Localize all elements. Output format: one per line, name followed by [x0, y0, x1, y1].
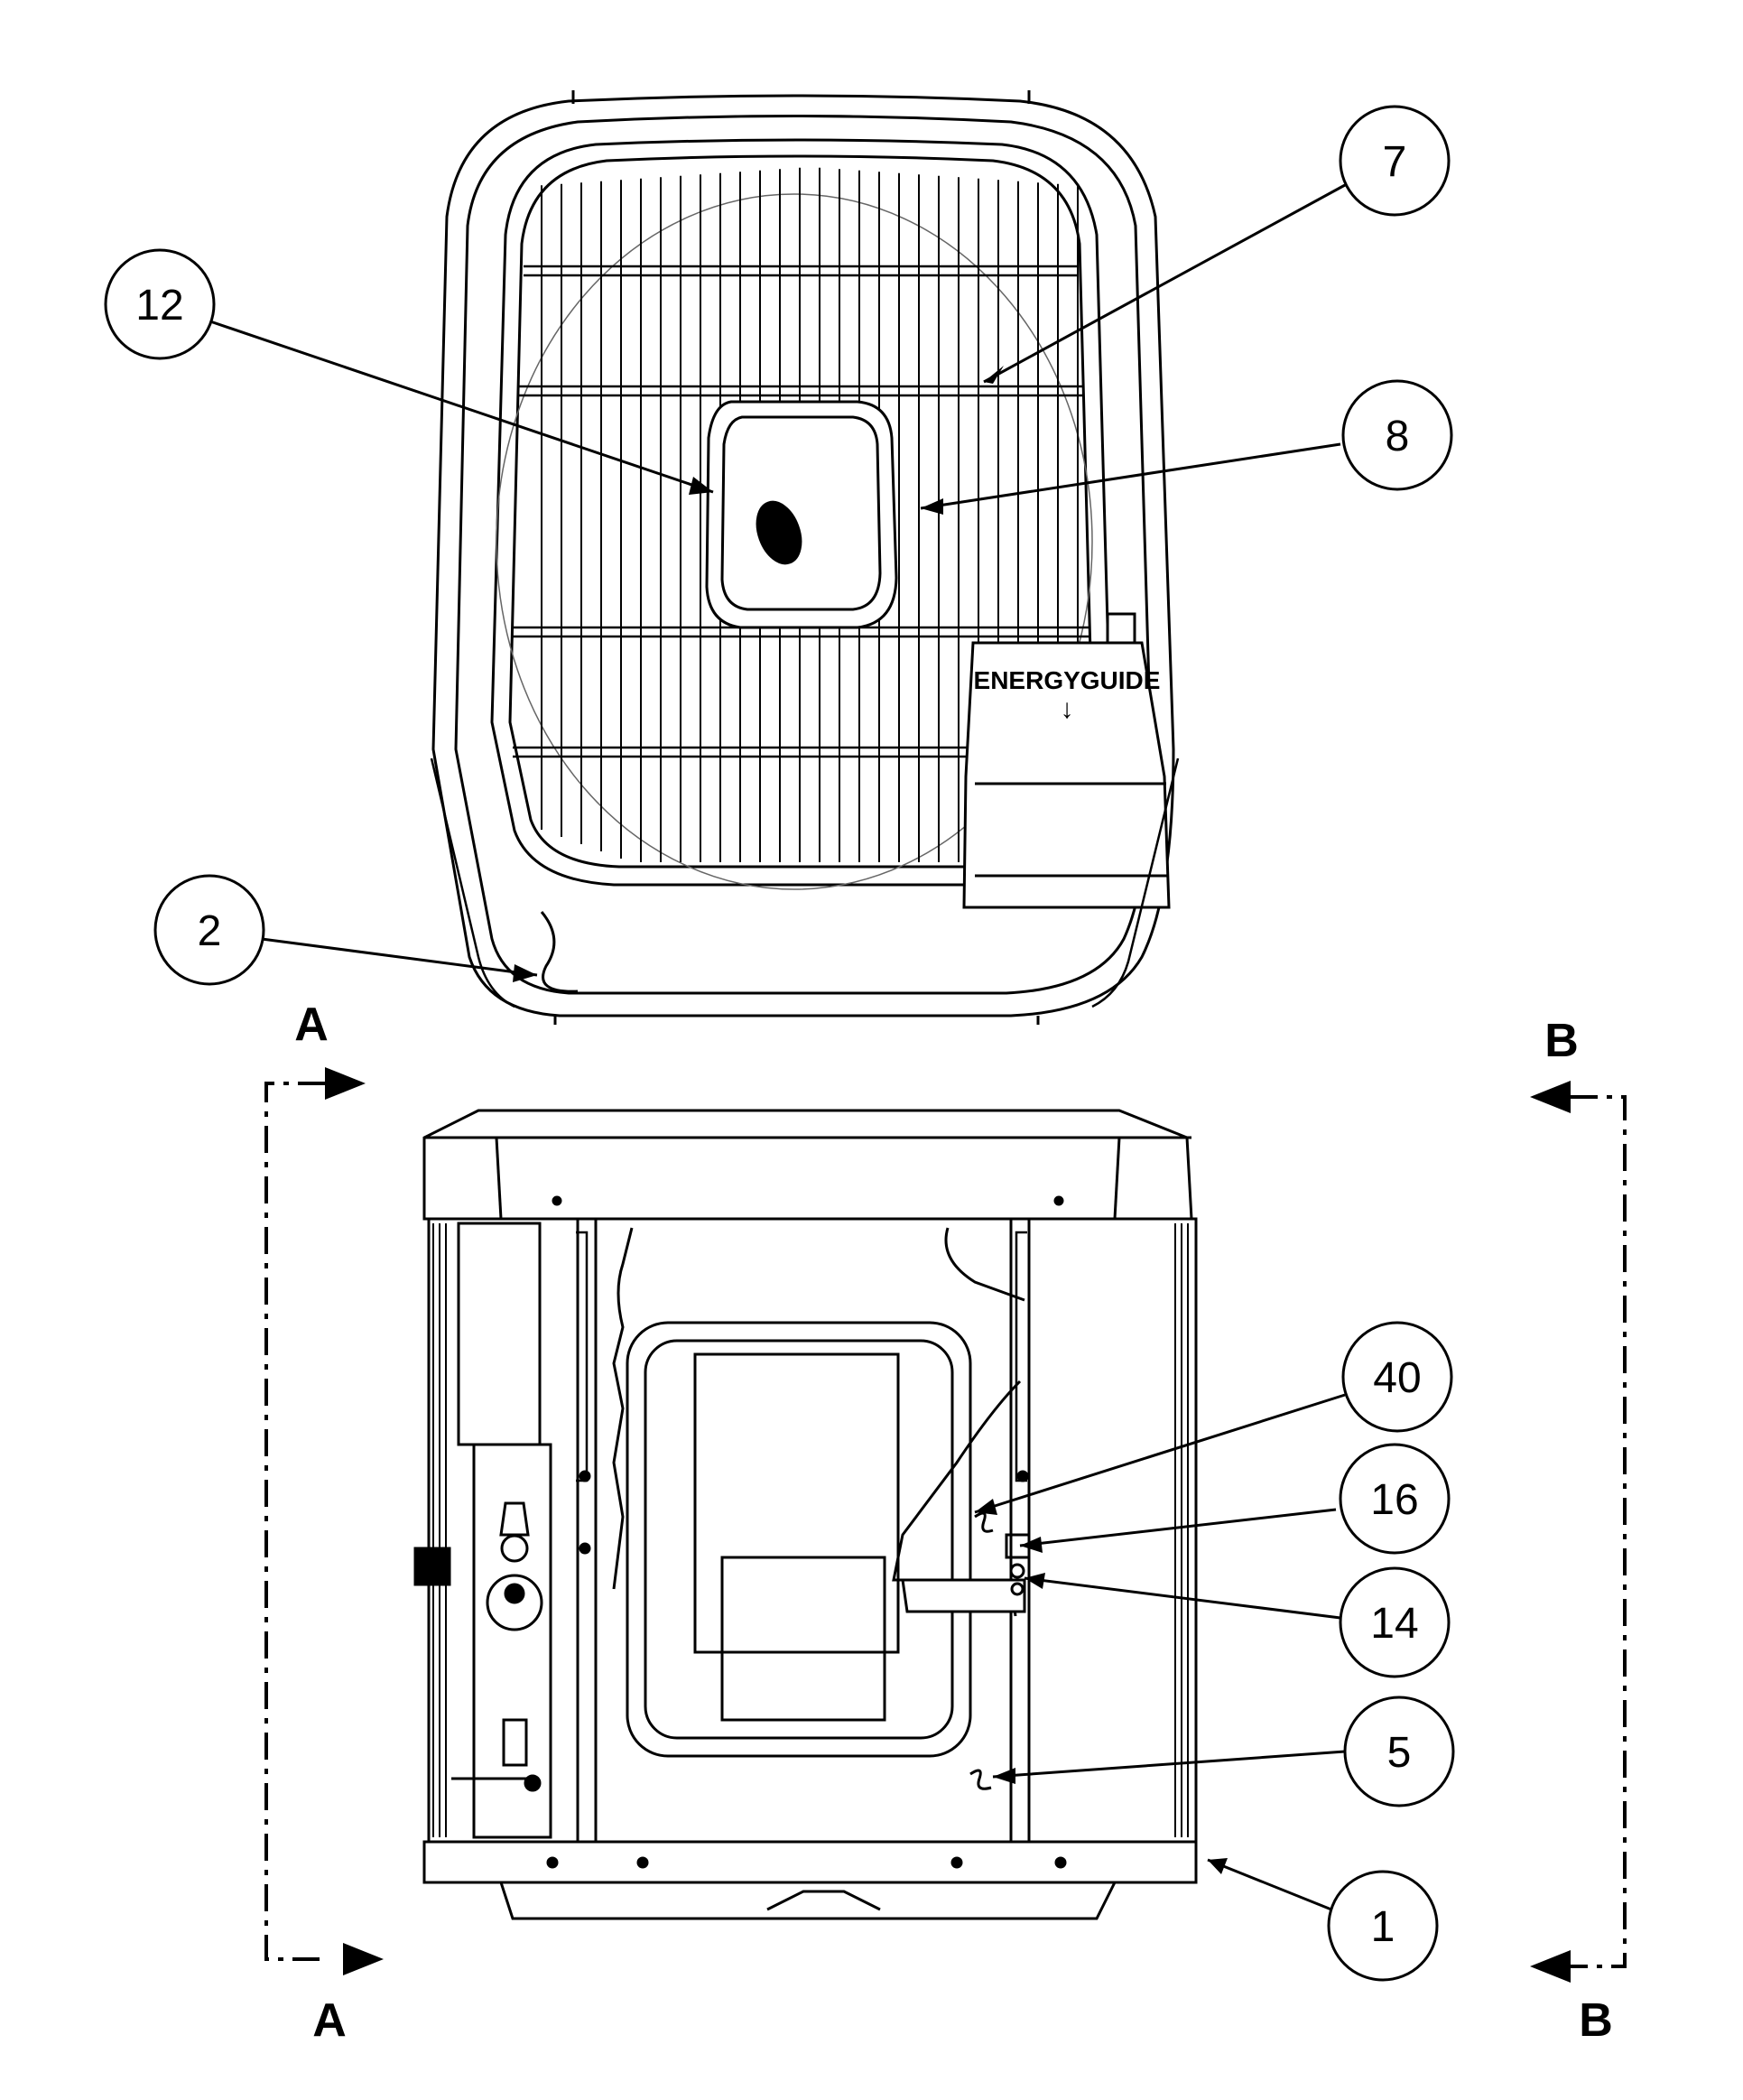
side-fitting [413, 1547, 451, 1586]
base-pan [422, 1840, 1198, 1884]
section-a-top-label: A [294, 999, 329, 1051]
callout-circle [1341, 1321, 1453, 1433]
control-box [457, 1222, 542, 1446]
leader-40 [974, 1393, 1346, 1514]
callout-circle [153, 874, 265, 986]
leader-8 [920, 442, 1341, 510]
top-cap [422, 1109, 1193, 1221]
section-line-a [264, 1082, 325, 1961]
callout-5: 5 [1343, 1696, 1455, 1807]
fan-outline [496, 193, 1093, 890]
base-feet [499, 1882, 1117, 1920]
leader-lines [207, 183, 1346, 1911]
callout-number: 5 [1387, 1729, 1412, 1777]
callout-circle [1339, 105, 1451, 217]
callout-8: 8 [1341, 379, 1453, 491]
leader-16 [1019, 1508, 1337, 1547]
callout-number: 40 [1373, 1354, 1421, 1402]
right-handle [1091, 757, 1180, 1008]
fan-cap-outer [705, 400, 898, 629]
section-line-b [1571, 1095, 1627, 1968]
base-squiggle [540, 911, 579, 993]
leader-12 [207, 319, 714, 494]
service-valve-panel [472, 1443, 552, 1839]
callout-40: 40 [1341, 1321, 1453, 1433]
section-b-top-label: B [1544, 1015, 1579, 1067]
top-view [430, 90, 1180, 1025]
arrow-b-top [1530, 1081, 1571, 1113]
callout-circle [1341, 379, 1453, 491]
callout-circle [1339, 1443, 1451, 1555]
leader-1 [1207, 1858, 1332, 1911]
callout-circle [1327, 1870, 1439, 1982]
callout-number: 16 [1370, 1476, 1418, 1524]
energyguide-label: ENERGYGUIDE [974, 666, 1161, 694]
arrow-b-bottom [1530, 1950, 1571, 1983]
left-coil [432, 1223, 447, 1837]
top-outer-shell [431, 94, 1175, 1017]
energyguide-arrow: ↓ [1061, 694, 1074, 724]
callout-circle [1339, 1566, 1451, 1678]
callout-16: 16 [1339, 1443, 1451, 1555]
cutaway-edge [612, 1227, 1025, 1617]
callout-number: 8 [1386, 413, 1410, 460]
arrow-a-bottom [343, 1943, 384, 1975]
callout-circle [1343, 1696, 1455, 1807]
callout-14: 14 [1339, 1566, 1451, 1678]
callout-2: 2 [153, 874, 265, 986]
leader-arrowheads [513, 366, 1228, 1874]
leader-5 [992, 1750, 1346, 1779]
leader-2 [261, 937, 538, 977]
crankcase-heater-bracket [901, 1578, 1026, 1613]
callout-12: 12 [104, 248, 216, 360]
section-a-bottom-label: A [312, 1994, 347, 2047]
callout-7: 7 [1339, 105, 1451, 217]
callout-number: 2 [198, 907, 222, 955]
callout-1: 1 [1327, 1870, 1439, 1982]
compressor-label-lower [720, 1556, 886, 1722]
callout-number: 1 [1371, 1903, 1395, 1951]
compressor-label-upper [693, 1352, 900, 1654]
compressor-shroud [626, 1321, 972, 1758]
callout-number: 12 [135, 282, 183, 330]
suction-valve [499, 1501, 530, 1537]
liquid-valve [486, 1574, 543, 1631]
section-arrows [325, 1067, 1571, 1983]
section-b-bottom-label: B [1579, 1994, 1613, 2047]
right-coil [1174, 1223, 1189, 1837]
callout-number: 7 [1383, 138, 1407, 186]
carrier-logo [756, 500, 802, 565]
front-view [413, 1109, 1198, 1920]
arrow-a-top [325, 1067, 366, 1100]
left-handle [430, 757, 515, 1008]
fan-cap-inner [720, 415, 882, 611]
leader-14 [1024, 1576, 1341, 1620]
callout-circle [104, 248, 216, 360]
energyguide-bracket [962, 641, 1171, 909]
callout-number: 14 [1370, 1600, 1418, 1648]
leader-7 [983, 183, 1346, 384]
